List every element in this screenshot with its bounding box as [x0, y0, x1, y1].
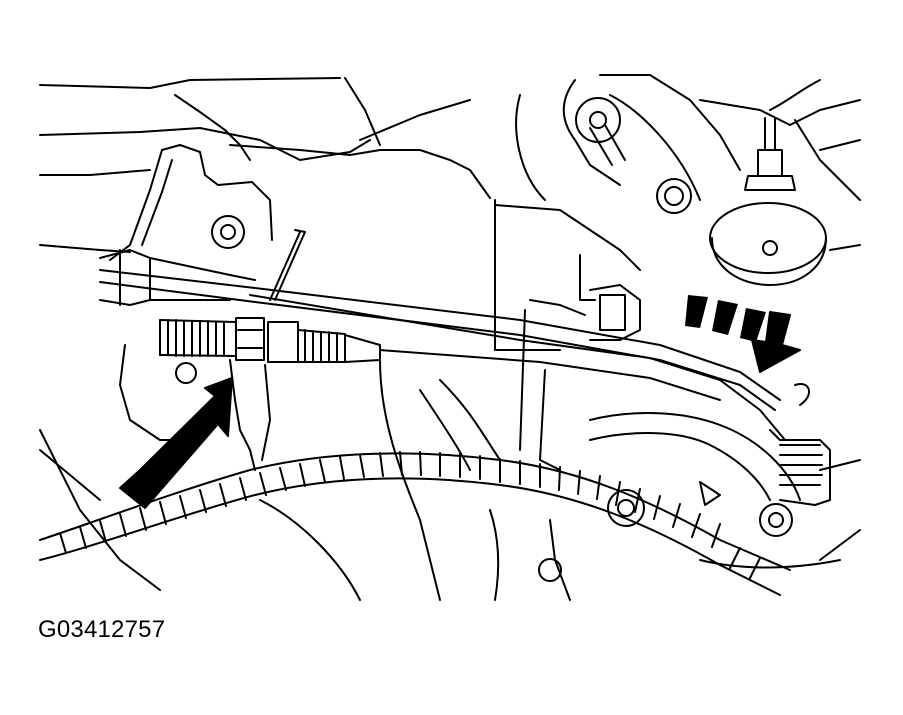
cable-bracket-arrow [685, 295, 801, 373]
arrow-icon [751, 311, 801, 373]
cable-adjuster-arrow [119, 377, 233, 509]
arrow-icon [119, 377, 233, 509]
illustration-linework [39, 74, 861, 601]
figure-id-label: G03412757 [38, 616, 166, 643]
